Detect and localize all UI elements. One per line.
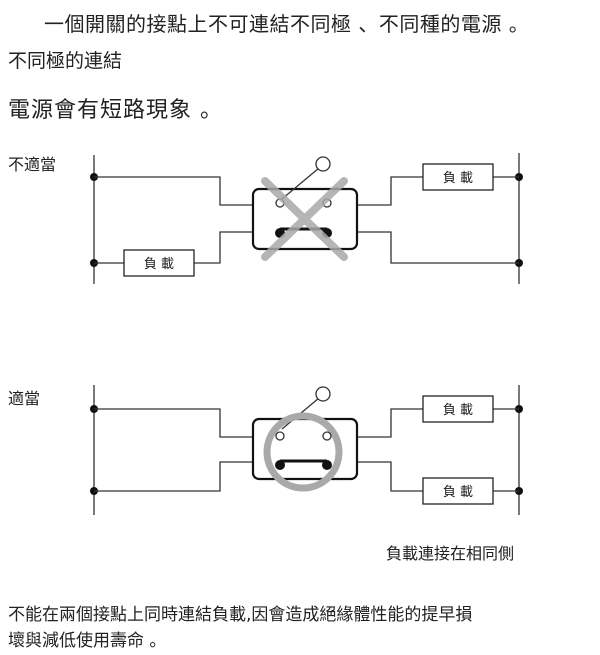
load-box xyxy=(422,163,494,191)
intro-line-2: 不同極的連結 xyxy=(8,50,123,72)
load-label: 負 載 xyxy=(443,171,473,186)
load-box xyxy=(123,249,195,277)
contact-terminal xyxy=(322,431,332,441)
contact-terminal xyxy=(275,431,285,441)
load-label: 負 載 xyxy=(443,403,473,418)
actuator-knob xyxy=(315,386,331,402)
caption-same-side: 負載連接在相同側 xyxy=(386,544,515,563)
load-label: 負 載 xyxy=(144,257,174,272)
switch-body xyxy=(251,187,359,251)
label-improper: 不適當 xyxy=(8,155,57,174)
correct-mark-icon xyxy=(263,412,343,492)
load-box xyxy=(422,395,494,423)
intro-line-3: 電源會有短路現象 。 xyxy=(8,98,223,123)
improper-wiring: 負 載 負 載 xyxy=(90,153,523,284)
wire xyxy=(357,461,423,492)
actuator-lever xyxy=(281,167,320,200)
proper-wiring: 負 載 負 載 xyxy=(90,385,523,515)
contact-terminal xyxy=(322,460,332,470)
wire xyxy=(94,408,253,438)
load-label: 負 載 xyxy=(443,485,473,500)
wire xyxy=(357,231,519,264)
label-proper: 適當 xyxy=(8,389,41,408)
footer-line-1: 不能在兩個接點上同時連結負載,因會造成絕緣體性能的提早損 xyxy=(8,605,473,625)
footer-line-2: 壞與減低使用壽命 。 xyxy=(8,631,167,651)
wire xyxy=(94,176,253,206)
intro-line-1: 一個開關的接點上不可連結不同極 、不同種的電源 。 xyxy=(44,12,530,36)
actuator-knob xyxy=(315,156,331,172)
wire xyxy=(357,408,423,438)
wire xyxy=(357,176,423,206)
load-box xyxy=(422,477,494,505)
wrong-mark-icon xyxy=(261,177,348,261)
contact-terminal xyxy=(275,460,285,470)
wire xyxy=(194,231,253,264)
wire xyxy=(94,461,253,492)
